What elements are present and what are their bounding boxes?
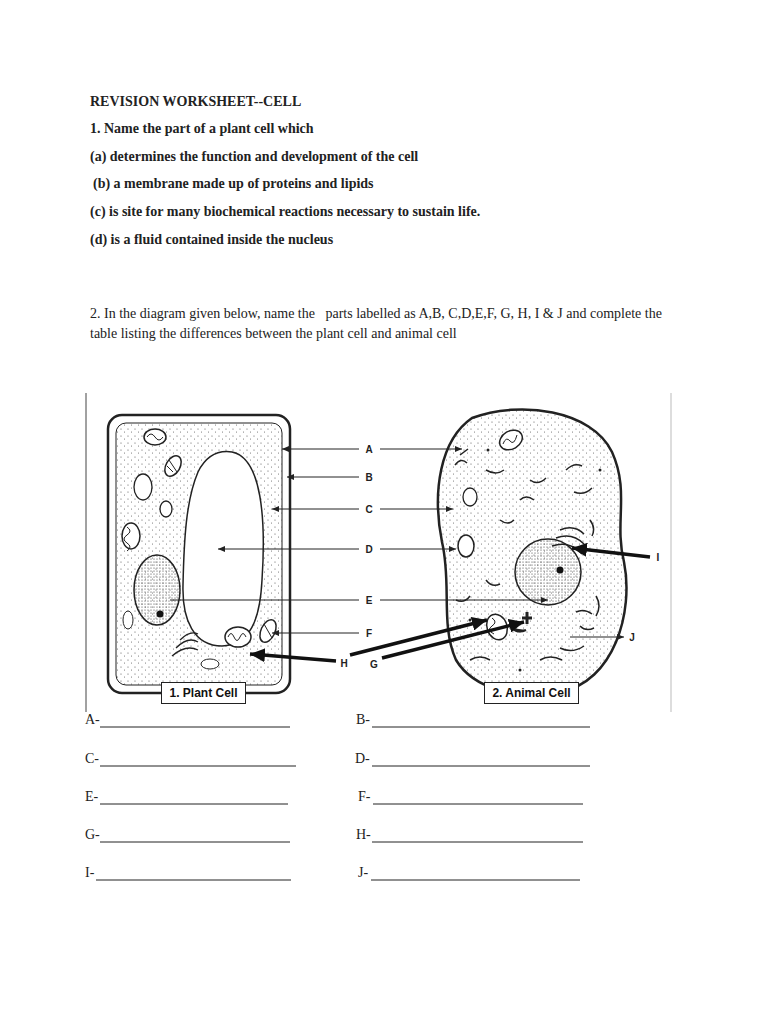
part-letter: E [366,595,373,606]
answer-prefix: E- [85,789,98,805]
caption-text: 2. Animal Cell [492,686,570,700]
answer-prefix: H- [356,827,371,843]
question-item: (b) a membrane made up of proteins and l… [93,176,374,192]
caption-text: 1. Plant Cell [169,686,237,700]
answer-prefix: G- [85,827,100,843]
answer-prefix: D- [355,751,370,767]
part-letter: B [365,472,372,483]
part-letter: D [365,544,372,555]
question-item: (a) determines the function and developm… [90,149,418,165]
question-item: (d) is a fluid contained inside the nucl… [90,232,333,248]
question-text: 2. In the diagram given below, name the … [90,304,670,344]
worksheet-title: REVISION WORKSHEET--CELL [90,94,301,110]
part-letter: F [366,628,372,639]
answer-lines [96,727,590,880]
part-letter: H [340,658,347,669]
answer-prefix: A- [85,712,100,728]
answer-prefix: C- [85,751,99,767]
thick-arrows [250,548,650,661]
caption-box: 1. Plant Cell [161,682,246,704]
part-letter: G [370,659,378,670]
plant-cell [108,415,290,693]
answer-prefix: F- [358,789,370,805]
part-letter: A [365,444,372,455]
question-item: (c) is site for many biochemical reactio… [90,204,480,220]
part-letter: I [657,552,660,563]
answer-prefix: J- [358,865,368,881]
part-letter: C [365,504,372,515]
part-letter: J [629,632,635,643]
caption-box: 2. Animal Cell [484,682,579,704]
leader-lines [170,449,624,637]
frame-line [86,393,87,712]
answer-prefix: B- [356,712,370,728]
answer-prefix: I- [85,865,94,881]
frame-line [671,393,672,712]
question-heading: 1. Name the part of a plant cell which [90,121,314,137]
